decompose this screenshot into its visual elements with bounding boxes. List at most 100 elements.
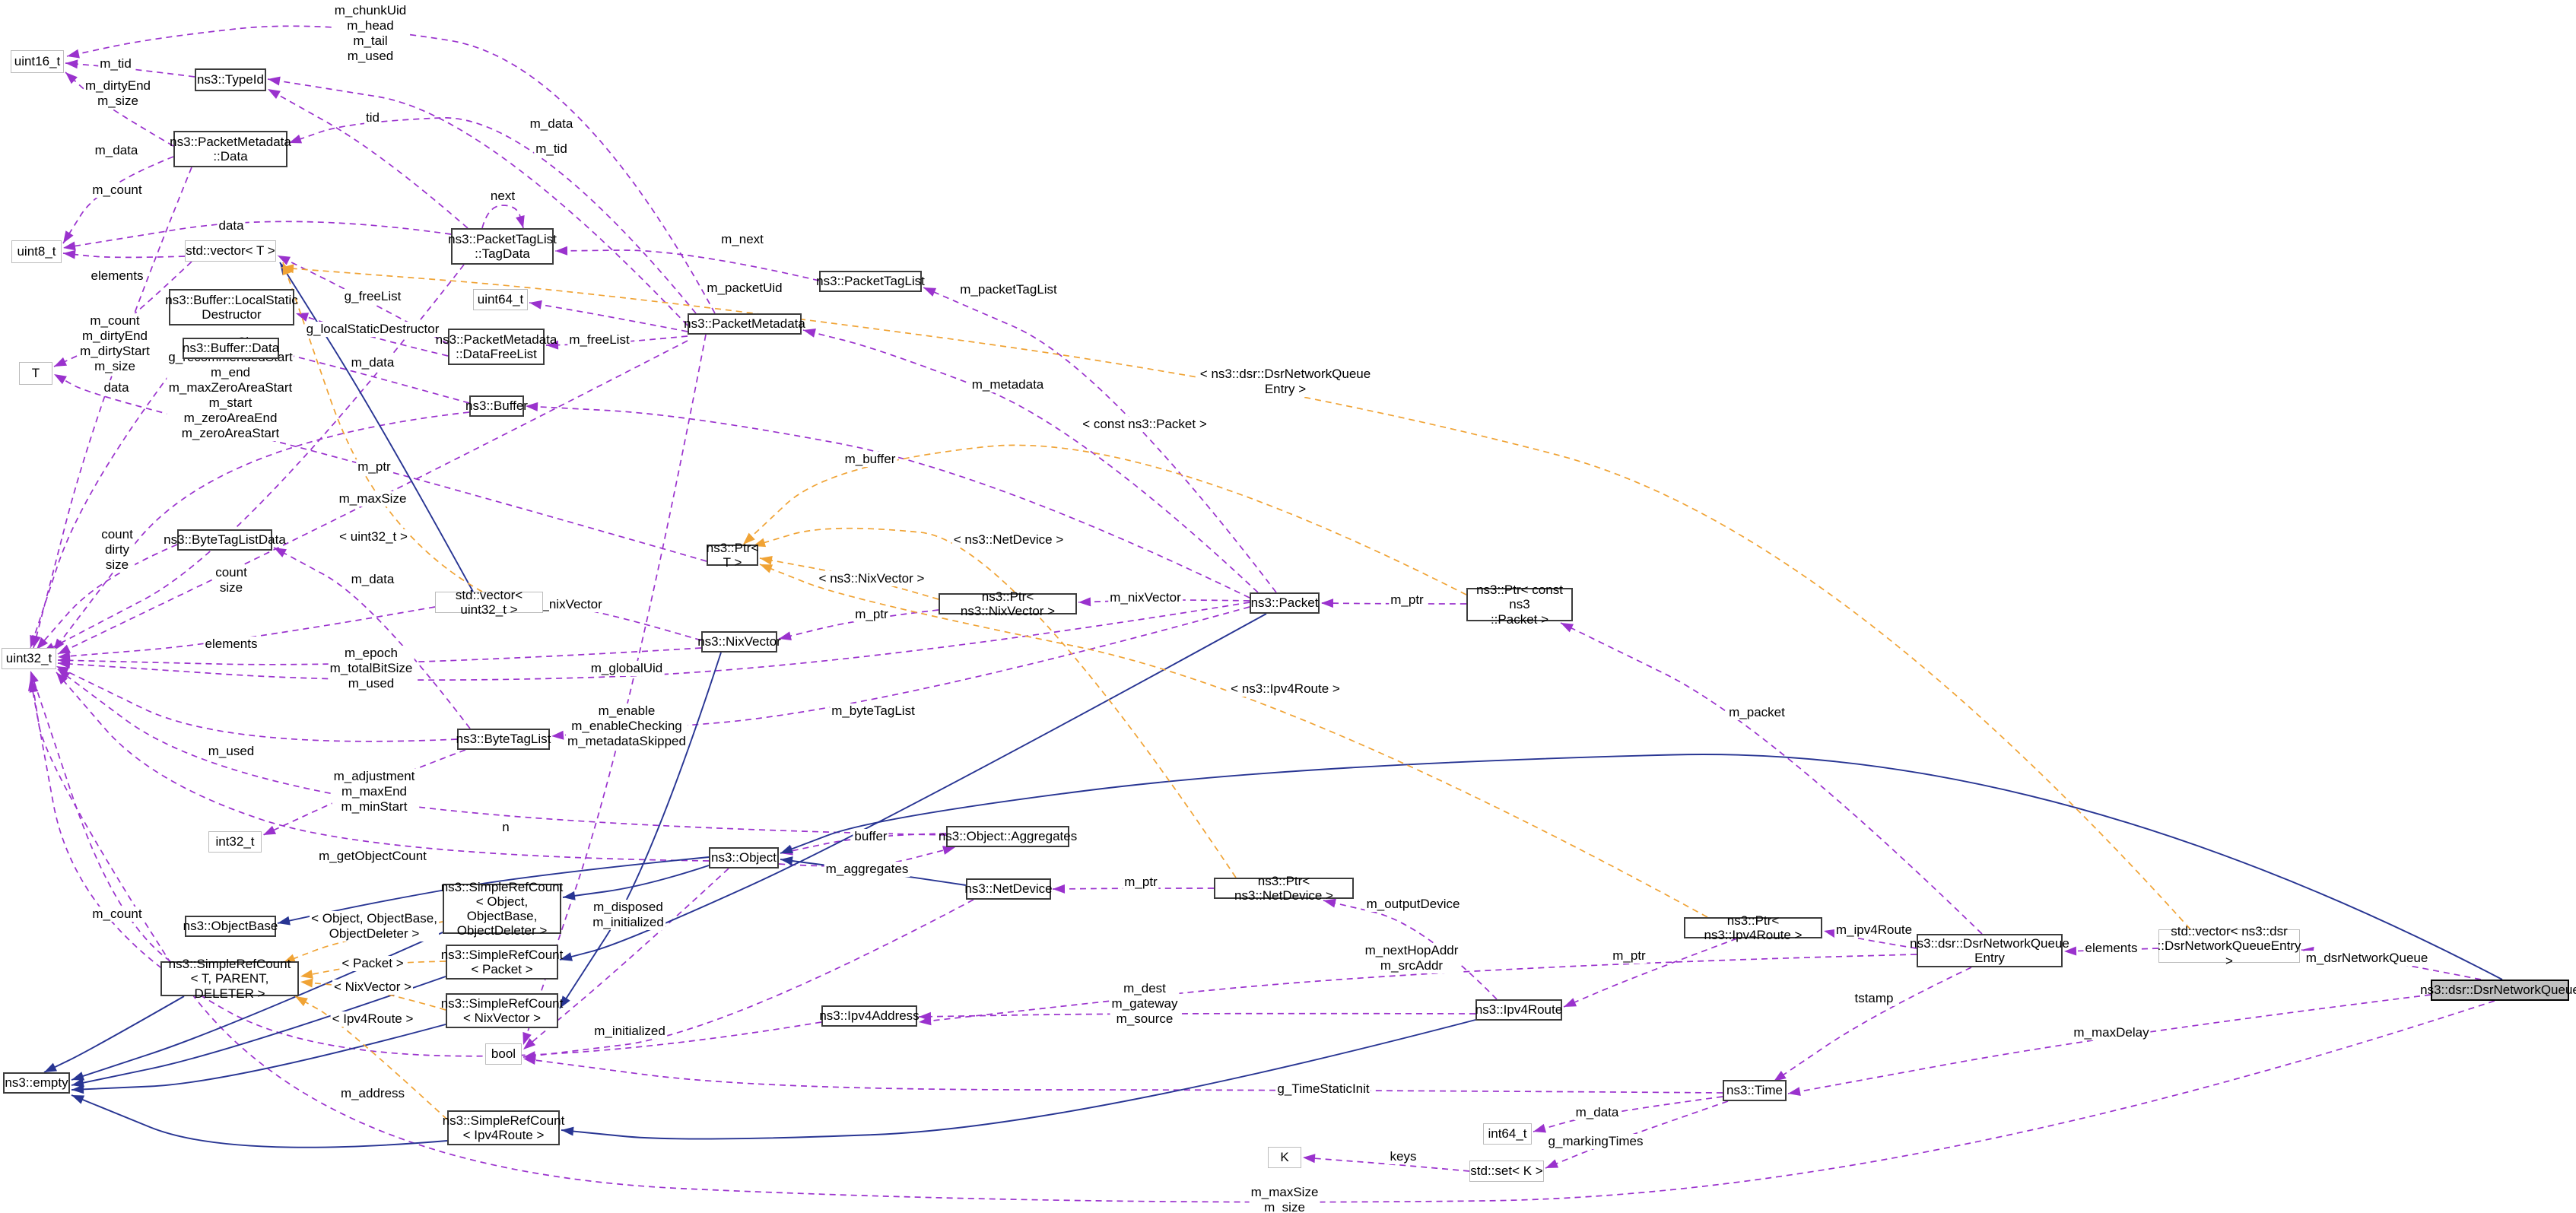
- class-node-ipv4addr[interactable]: ns3::Ipv4Address: [819, 1005, 920, 1027]
- inheritance-edge-vec_u32-to-vector_t: [279, 262, 474, 592]
- class-node-aggr[interactable]: ns3::Object::Aggregates: [939, 826, 1077, 847]
- arrowhead-icon: [523, 1038, 536, 1049]
- edge-label: buffer: [853, 829, 889, 845]
- class-node-iproute[interactable]: ns3::Ipv4Route: [1475, 999, 1562, 1021]
- usage-edge-nix-to-vec_u32: [544, 603, 702, 641]
- inheritance-edge-packet-to-src_pkt: [559, 613, 1267, 961]
- edge-label: m_buffer: [843, 452, 897, 468]
- edge-label: m_count m_dirtyEnd m_dirtyStart m_size: [78, 313, 151, 375]
- template-edge-vec_u32-to-vector_t: [282, 262, 483, 592]
- class-node-bufdata[interactable]: ns3::Buffer::Data: [183, 338, 279, 359]
- class-node-int32_t: int32_t: [208, 831, 262, 853]
- class-node-packetmetadata[interactable]: ns3::PacketMetadata: [684, 313, 805, 335]
- usage-edge-nix-to-uint32_t: [57, 647, 702, 665]
- class-node-packet[interactable]: ns3::Packet: [1250, 592, 1320, 614]
- class-node-ptr_nix[interactable]: ns3::Ptr< ns3::NixVector >: [939, 589, 1077, 618]
- class-node-tagdata[interactable]: ns3::PacketTagList ::TagData: [448, 228, 557, 265]
- arrowhead-icon: [63, 230, 74, 243]
- class-node-btld[interactable]: ns3::ByteTagListData: [164, 529, 286, 551]
- class-node-K: K: [1268, 1147, 1301, 1168]
- edge-label: data: [217, 218, 246, 234]
- arrowhead-icon: [780, 856, 793, 865]
- class-node-object[interactable]: ns3::Object: [709, 847, 779, 868]
- usage-edge-object-to-aggr: [778, 846, 956, 867]
- class-node-packettaglist[interactable]: ns3::PacketTagList: [816, 271, 925, 292]
- usage-edge-time-to-int64_t: [1533, 1096, 1723, 1132]
- arrowhead-icon: [760, 556, 773, 565]
- edge-label: m_address: [338, 1086, 407, 1102]
- class-node-time[interactable]: ns3::Time: [1723, 1080, 1787, 1101]
- arrowhead-icon: [551, 730, 564, 740]
- class-node-lsd[interactable]: ns3::Buffer::LocalStatic Destructor: [165, 289, 298, 325]
- class-node-src_route[interactable]: ns3::SimpleRefCount < Ipv4Route >: [443, 1110, 564, 1145]
- edge-label: m_dest m_gateway m_source: [1110, 981, 1180, 1027]
- edge-label: m_ptr: [1611, 948, 1647, 964]
- class-node-ptr_t[interactable]: ns3::Ptr< T >: [706, 540, 759, 570]
- class-node-bool: bool: [485, 1043, 522, 1065]
- arrowhead-icon: [268, 76, 281, 86]
- arrowhead-icon: [53, 638, 65, 651]
- class-node-dsrentry[interactable]: ns3::dsr::DsrNetworkQueue Entry: [1910, 934, 2069, 967]
- class-node-btl[interactable]: ns3::ByteTagList: [456, 729, 551, 750]
- arrowhead-icon: [300, 978, 313, 988]
- edge-label: m_nextHopAddr m_srcAddr: [1363, 943, 1460, 974]
- edge-label: g_TimeStaticInit: [1275, 1081, 1371, 1097]
- class-node-src_pkt[interactable]: ns3::SimpleRefCount < Packet >: [441, 945, 563, 980]
- edge-label: m_ipv4Route: [1834, 922, 1914, 938]
- class-node-empty[interactable]: ns3::empty: [3, 1072, 70, 1094]
- class-node-ptr_cpkt[interactable]: ns3::Ptr< const ns3 ::Packet >: [1466, 583, 1573, 627]
- class-node-src_ood[interactable]: ns3::SimpleRefCount < Object, ObjectBase…: [440, 879, 564, 938]
- class-node-nix[interactable]: ns3::NixVector: [697, 631, 781, 653]
- edge-label: tid: [364, 110, 381, 126]
- class-node-T: T: [19, 362, 52, 385]
- usage-edge-iproute-to-ipv4addr: [918, 1012, 1476, 1018]
- edge-label: m_outputDevice: [1364, 897, 1462, 913]
- edge-label: m_tid: [534, 141, 569, 157]
- edge-label: g_localStaticDestructor: [304, 322, 441, 338]
- class-node-src_nix[interactable]: ns3::SimpleRefCount < NixVector >: [441, 993, 563, 1028]
- class-node-netdev[interactable]: ns3::NetDevice: [964, 878, 1053, 900]
- usage-edge-ptr_route-to-iproute: [1563, 938, 1738, 1008]
- class-node-int64_t: int64_t: [1483, 1123, 1532, 1145]
- arrowhead-icon: [58, 659, 71, 669]
- edge-label: m_freeList: [567, 332, 631, 348]
- class-node-ptr_nd[interactable]: ns3::Ptr< ns3::NetDevice >: [1214, 874, 1354, 903]
- edge-label: count dirty size: [100, 527, 135, 573]
- class-node-src_tpd[interactable]: ns3::SimpleRefCount < T, PARENT, DELETER…: [160, 957, 299, 1001]
- edge-label: m_packetTagList: [958, 282, 1059, 298]
- class-node-ptr_route[interactable]: ns3::Ptr< ns3::Ipv4Route >: [1684, 913, 1822, 942]
- arrowhead-icon: [760, 564, 773, 573]
- arrowhead-icon: [523, 1031, 532, 1045]
- usage-edge-tagdata-to-typeid: [267, 88, 469, 229]
- class-node-vec_u32: std::vector< uint32_t >: [435, 588, 543, 617]
- class-node-objbase[interactable]: ns3::ObjectBase: [183, 916, 278, 937]
- arrowhead-icon: [1545, 1159, 1559, 1168]
- class-node-pmdata[interactable]: ns3::PacketMetadata ::Data: [170, 131, 291, 167]
- arrowhead-icon: [919, 1016, 932, 1026]
- usage-edge-packetmetadata-to-typeid: [267, 78, 688, 326]
- inheritance-edge-dsrq-to-object: [780, 754, 2503, 980]
- arrowhead-icon: [63, 241, 76, 251]
- arrowhead-icon: [555, 246, 568, 256]
- arrowhead-icon: [65, 72, 78, 84]
- usage-edge-pmdata-to-uint8_t: [62, 156, 174, 244]
- edge-label: g_freeList: [342, 289, 403, 305]
- edge-label: m_ptr: [356, 459, 392, 475]
- arrowhead-icon: [289, 135, 303, 144]
- usage-edge-set_k-to-K: [1302, 1157, 1470, 1172]
- class-node-freelist[interactable]: ns3::PacketMetadata ::DataFreeList: [436, 329, 557, 365]
- main-class-node-dsrq[interactable]: ns3::dsr::DsrNetworkQueue: [2420, 980, 2576, 1001]
- arrowhead-icon: [56, 672, 68, 685]
- arrowhead-icon: [779, 631, 792, 641]
- edge-label: elements: [89, 268, 145, 284]
- class-node-typeid[interactable]: ns3::TypeId: [195, 68, 266, 91]
- arrowhead-icon: [526, 402, 538, 411]
- arrowhead-icon: [743, 532, 755, 545]
- edge-label: m_byteTagList: [830, 703, 916, 719]
- edge-label: data: [102, 380, 131, 396]
- edge-label: m_initialized: [592, 1024, 667, 1040]
- edge-label: m_data: [93, 143, 140, 159]
- arrowhead-icon: [942, 846, 955, 855]
- edge-label: m_maxSize: [337, 491, 408, 507]
- class-node-buffer[interactable]: ns3::Buffer: [465, 395, 528, 417]
